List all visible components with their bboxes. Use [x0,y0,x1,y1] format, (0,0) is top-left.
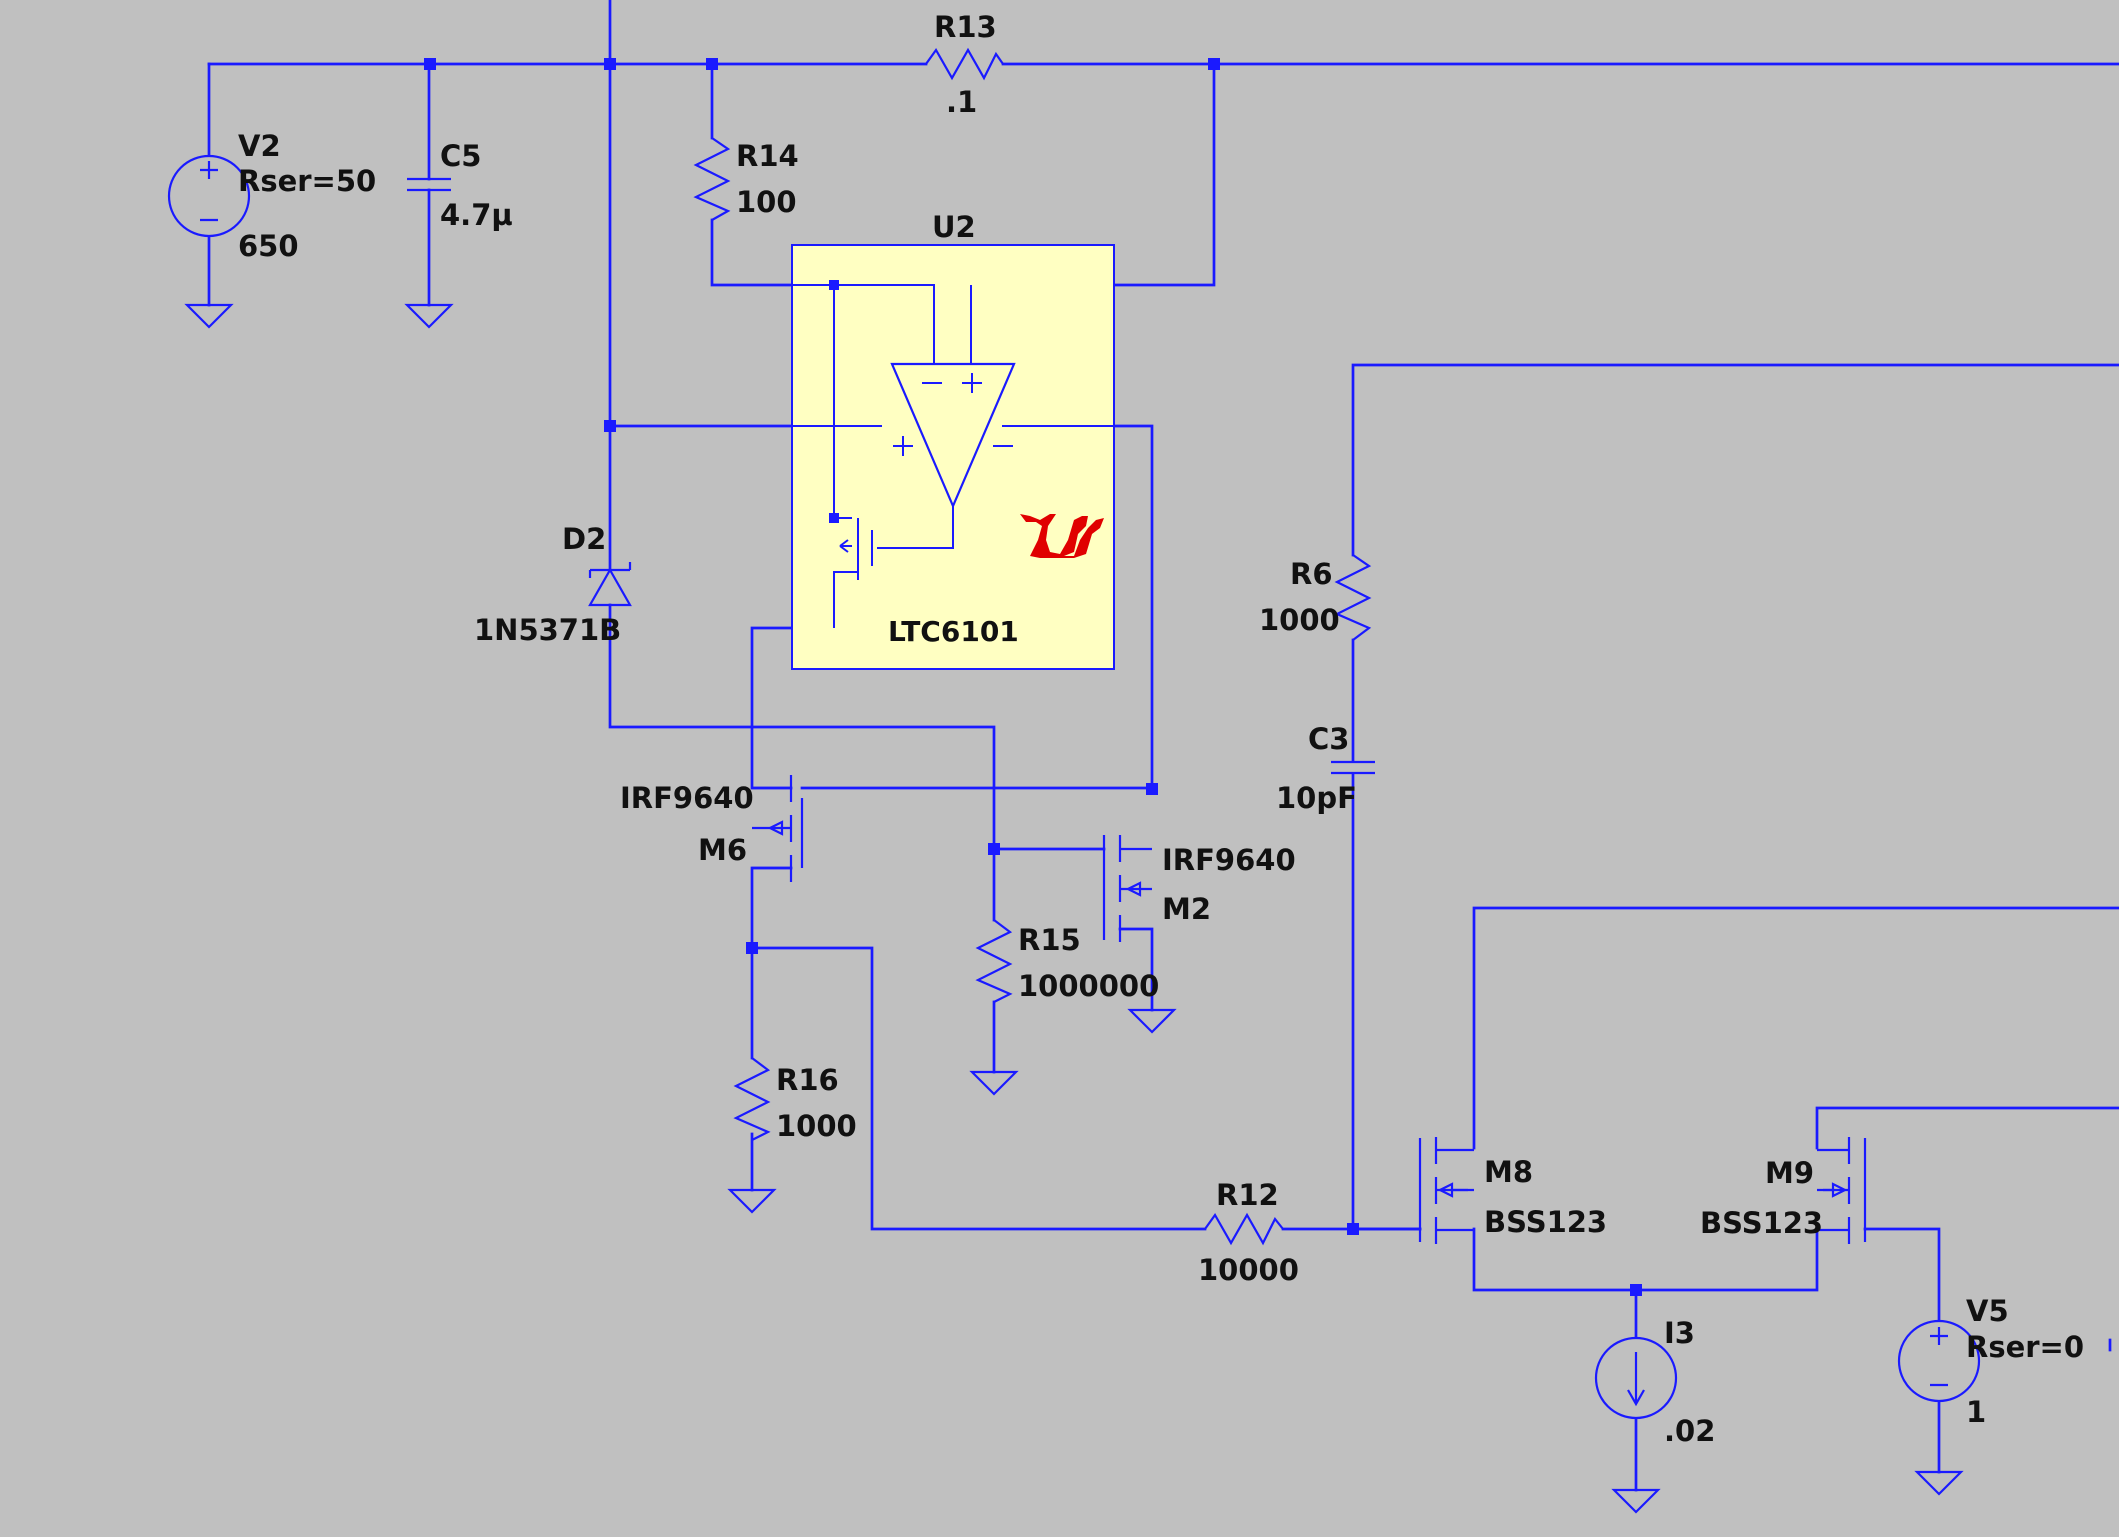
r6-value: 1000 [1259,603,1340,637]
mosfet-icon [1817,1137,1867,1244]
capacitor-icon [407,177,451,192]
v2-rser: Rser=50 [238,164,376,198]
r15-name: R15 [1018,923,1081,957]
r12-value: 10000 [1198,1253,1299,1287]
resistor-r14[interactable]: R14 100 [693,137,799,221]
junction-dots [424,58,1642,1296]
ground-icon [404,303,454,329]
mosfet-m9[interactable]: M9 BSS123 [1700,1137,1867,1244]
ground-icon [969,1070,1019,1096]
mosfet-icon [1418,1137,1474,1244]
m8-part: BSS123 [1484,1205,1607,1239]
r13-name: R13 [934,10,997,44]
ground-icon [727,1188,777,1214]
m2-name: M2 [1162,892,1211,926]
grounds [184,303,1964,1514]
mosfet-icon [839,506,954,580]
resistor-icon [693,137,731,221]
capacitor-icon [1331,760,1375,775]
wires [207,0,2119,1492]
v5-rser: Rser=0 [1966,1330,2084,1364]
m6-name: M6 [698,833,747,867]
i3-value: .02 [1664,1414,1715,1448]
r14-name: R14 [736,139,799,173]
m9-name: M9 [1765,1156,1814,1190]
d2-name: D2 [562,522,606,556]
r16-value: 1000 [776,1109,857,1143]
ground-icon [184,303,234,329]
zener-diode-icon [588,562,632,607]
voltage-source-v5[interactable]: V5 Rser=0 1 [1897,1294,2084,1429]
m2-part: IRF9640 [1162,843,1296,877]
u2-name: U2 [932,210,976,244]
opamp-icon [890,362,1016,509]
resistor-r16[interactable]: R16 1000 [733,1057,857,1143]
r15-value: 1000000 [1018,969,1159,1003]
mosfet-m8[interactable]: M8 BSS123 [1418,1137,1607,1244]
resistor-r13[interactable]: R13 .1 [925,10,1004,119]
capacitor-c5[interactable]: C5 4.7µ [407,139,513,232]
r16-name: R16 [776,1063,839,1097]
voltage-source-icon [1897,1319,1981,1403]
c5-value: 4.7µ [440,198,513,232]
resistor-icon [975,919,1013,1003]
voltage-source-v2[interactable]: V2 Rser=50 650 [167,129,376,263]
r14-value: 100 [736,185,797,219]
r12-name: R12 [1216,1178,1279,1212]
c3-name: C3 [1308,722,1349,756]
ground-icon [1127,1008,1177,1034]
resistor-r15[interactable]: R15 1000000 [975,919,1159,1003]
d2-part: 1N5371B [474,613,621,647]
lt-logo-icon [1020,514,1104,558]
m6-part: IRF9640 [620,781,754,815]
resistor-icon [925,47,1004,81]
v2-name: V2 [238,129,281,163]
m8-name: M8 [1484,1155,1533,1189]
resistor-icon [1204,1212,1284,1246]
current-source-icon [1594,1336,1678,1420]
m9-part: BSS123 [1700,1206,1823,1240]
resistor-r6[interactable]: R6 1000 [1259,554,1372,641]
u2-part: LTC6101 [888,615,1019,648]
ground-icon [1914,1470,1964,1496]
ground-icon [1611,1488,1661,1514]
zener-diode-d2[interactable]: D2 1N5371B [474,522,632,647]
current-source-i3[interactable]: I3 .02 [1594,1316,1715,1448]
i3-name: I3 [1664,1316,1695,1350]
capacitor-c3[interactable]: C3 10pF [1276,722,1375,815]
resistor-icon [1334,554,1372,641]
v5-value: 1 [1966,1395,1986,1429]
ic-u2-ltc6101[interactable]: U2 LTC6101 [791,210,1115,670]
mosfet-m6[interactable]: IRF9640 M6 [620,775,804,882]
c5-name: C5 [440,139,481,173]
mosfet-icon [1102,835,1152,942]
mosfet-m2[interactable]: IRF9640 M2 [1102,835,1296,942]
resistor-icon [733,1057,771,1141]
c3-value: 10pF [1276,781,1357,815]
r13-value: .1 [946,85,977,119]
v2-value: 650 [238,229,299,263]
r6-name: R6 [1290,557,1333,591]
mosfet-icon [752,775,804,882]
resistor-r12[interactable]: R12 10000 [1198,1178,1299,1287]
v5-name: V5 [1966,1294,2009,1328]
voltage-source-icon [167,154,251,238]
